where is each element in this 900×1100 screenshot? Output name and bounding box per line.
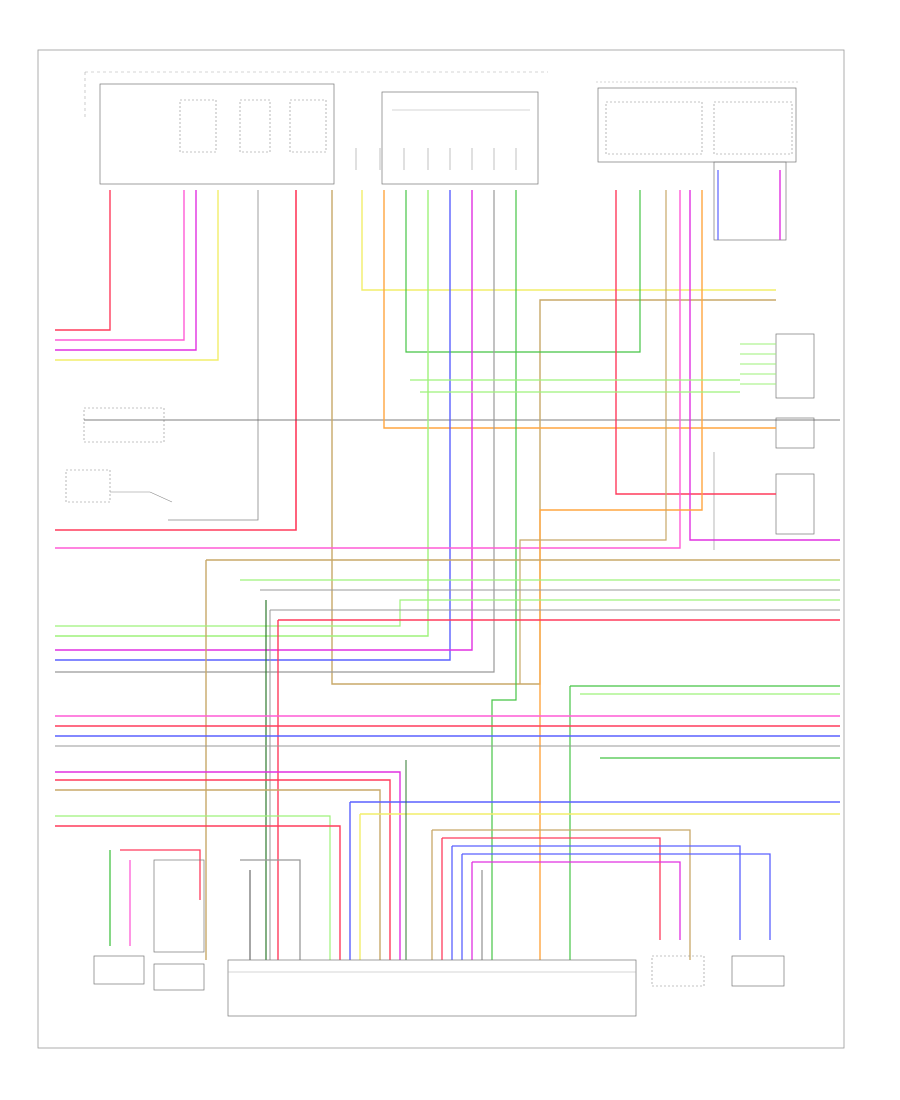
wire-gray-1 (168, 190, 259, 521)
right-connector-3 (775, 473, 815, 535)
top-left-component (84, 71, 548, 185)
left-switch-2 (65, 469, 173, 503)
wire-light-green-1 (55, 190, 429, 637)
wire-yellow-2 (361, 190, 776, 291)
wire-magenta-1 (55, 190, 197, 351)
wire-tan-4 (55, 789, 381, 960)
wire-right-stubs (740, 343, 776, 385)
wire-green-2 (491, 190, 517, 960)
wire-pink-2 (55, 190, 681, 549)
wire-blue-1 (55, 190, 451, 661)
wire-light-green-3 (55, 579, 840, 627)
diagram-frame (37, 49, 845, 1049)
top-right-module (596, 81, 798, 241)
wire-red-6 (55, 779, 391, 960)
wire-magenta-3 (689, 190, 840, 541)
bottom-sensor-1 (93, 955, 145, 985)
wire-ecm-feeds (431, 829, 771, 960)
wire-pink-1 (55, 190, 185, 341)
bottom-sensor-2 (153, 859, 205, 991)
wire-light-green-5 (55, 815, 331, 960)
wire-magenta-2 (55, 190, 473, 651)
wire-orange-2 (539, 190, 703, 960)
bottom-sensor-3 (651, 955, 705, 987)
wire-red-1 (55, 190, 111, 331)
wire-magenta-5 (55, 771, 401, 960)
wire-yellow-1 (55, 190, 219, 361)
ecm-module (227, 959, 637, 1017)
wire-green-1 (405, 190, 641, 353)
bottom-sensor-4 (731, 955, 785, 987)
top-middle-fuse-block (355, 91, 539, 185)
wire-gray-2 (55, 190, 495, 673)
wire-tan-2 (519, 190, 667, 684)
wire-gray-3 (260, 589, 840, 960)
wire-red-7 (55, 825, 341, 960)
wire-light-green-2 (410, 379, 740, 393)
wire-tan-3 (205, 559, 840, 960)
wire-green-3 (569, 685, 840, 960)
right-connector-1 (775, 333, 815, 399)
wire-red-2 (55, 190, 297, 531)
wire-yellow-3 (359, 813, 840, 960)
wire-sensor-feeds (109, 849, 301, 960)
right-connector-2 (775, 417, 815, 449)
left-switch-1 (83, 407, 165, 443)
wire-blue-4 (349, 801, 840, 960)
wire-orange-1 (383, 190, 776, 429)
wire-red-3 (615, 190, 776, 495)
